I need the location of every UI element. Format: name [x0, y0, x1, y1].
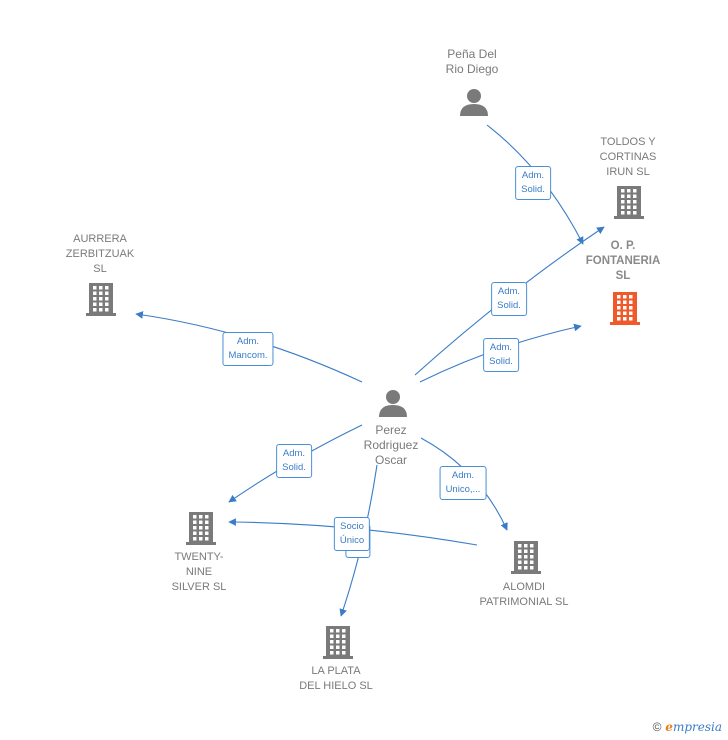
edge-label-perez-aurrera: Adm. Mancom.: [222, 332, 274, 366]
node-label-alomdi[interactable]: ALOMDI PATRIMONIAL SL: [479, 581, 569, 608]
person-icon-perez: [379, 390, 407, 417]
building-icon-aurrera[interactable]: [86, 283, 116, 316]
footer-brand: © empresia: [653, 720, 722, 734]
edge-label-perez-alomdi: Adm. Unico,...: [439, 466, 487, 500]
node-label-op[interactable]: O. P. FONTANERIA SL: [585, 240, 661, 282]
node-label-perez[interactable]: Perez Rodriguez Oscar: [363, 423, 419, 467]
edge-label-pena-op: Adm. Solid.: [515, 166, 551, 200]
brand-logo-text: mpresia: [672, 720, 722, 734]
edge-label-perez-op-1: Adm. Solid.: [491, 282, 527, 316]
node-label-twenty[interactable]: TWENTY- NINE SILVER SL: [171, 551, 227, 593]
person-icon-pena: [460, 89, 488, 116]
node-label-toldos[interactable]: TOLDOS Y CORTINAS IRUN SL: [599, 136, 657, 178]
building-icon-twenty[interactable]: [186, 512, 216, 545]
node-label-aurrera[interactable]: AURRERA ZERBITZUAK SL: [65, 233, 135, 275]
building-icon-op[interactable]: [610, 292, 640, 325]
building-icon-toldos[interactable]: [614, 186, 644, 219]
building-icon-plata[interactable]: [323, 626, 353, 659]
edge-label-perez-op-2: Adm. Solid.: [483, 338, 519, 372]
node-label-pena[interactable]: Peña Del Rio Diego: [445, 47, 499, 76]
edge-label-perez-plata: Socio Único: [333, 517, 371, 551]
copyright-icon: ©: [652, 720, 662, 734]
node-label-plata[interactable]: LA PLATA DEL HIELO SL: [299, 665, 373, 692]
brand-logo-e: e: [665, 720, 673, 734]
edge-label-perez-twenty: Adm. Solid.: [276, 444, 312, 478]
building-icon-alomdi[interactable]: [511, 541, 541, 574]
